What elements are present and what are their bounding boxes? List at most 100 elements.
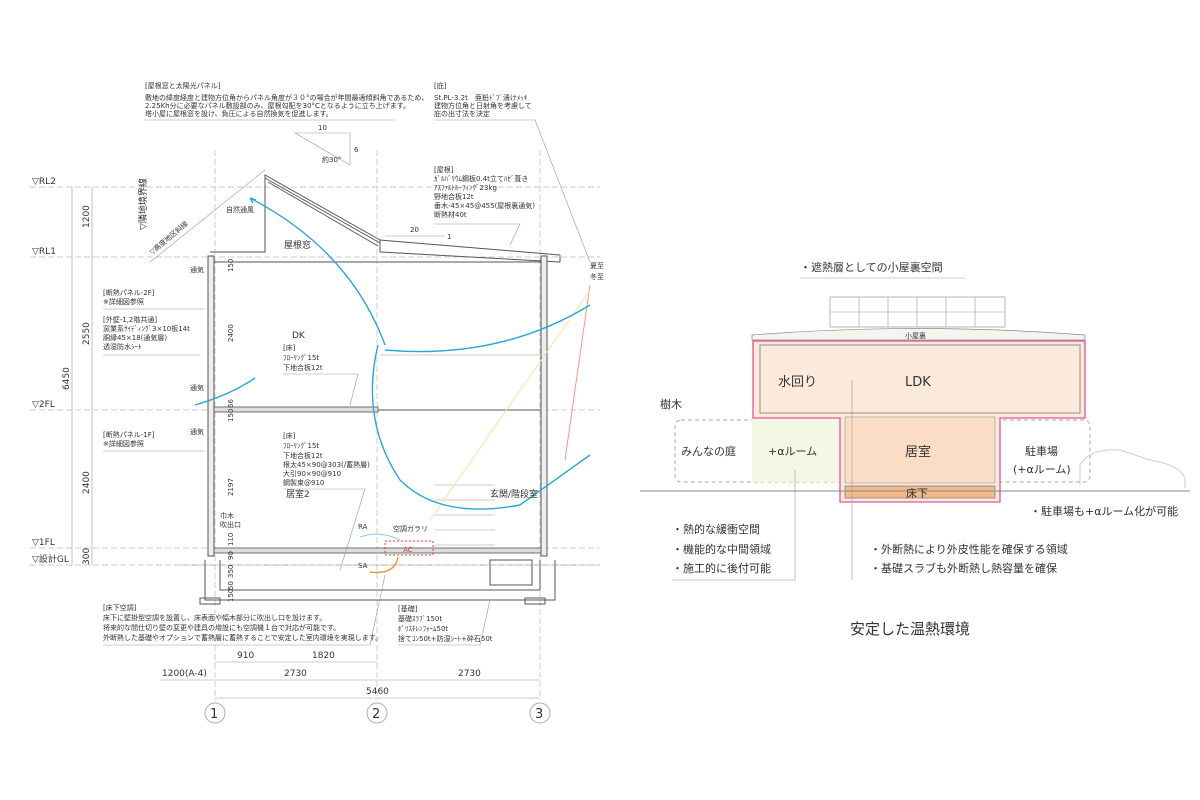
- dim-300: 300: [82, 548, 92, 565]
- supply-air-arrow: [369, 556, 399, 574]
- concept-title: 安定した温熱環境: [850, 620, 970, 638]
- label-roof-window: 屋根窓: [284, 239, 311, 251]
- svg-text:20: 20: [410, 226, 419, 234]
- svg-text:10: 10: [318, 124, 327, 132]
- label-vent-3: 通気: [190, 427, 204, 436]
- note-roof: [屋根] ｶﾞﾙﾊﾞﾘｳﾑ鋼板0.4t立てﾊｾﾞ葺き ｱｽﾌｧﾙﾄﾙｰﾌｨﾝｸﾞ…: [434, 165, 535, 246]
- underfloor-space: [844, 485, 996, 499]
- attic-note: ・遮熱層としての小屋裏空間: [800, 260, 943, 274]
- dim-6450: 6450: [62, 367, 72, 390]
- svg-text:透湿防水ｼｰﾄ: 透湿防水ｼｰﾄ: [103, 342, 142, 351]
- ldk-label: LDK: [905, 375, 931, 390]
- parking-note: ・駐車場も+αルーム化が可能: [1030, 504, 1178, 518]
- solar-panels: [829, 296, 1006, 328]
- ac-unit: [384, 540, 434, 556]
- svg-text:根太45×90@303(/蓄熱層): 根太45×90@303(/蓄熱層): [283, 460, 370, 469]
- grid-1: 1: [210, 707, 218, 722]
- svg-text:ﾌﾛｰﾘﾝｸﾞ15t: ﾌﾛｰﾘﾝｸﾞ15t: [283, 442, 319, 450]
- inner-dims: 150 2400 66 150 2197 110 90 350 50 150: [227, 259, 235, 602]
- svg-text:鋼製束@910: 鋼製束@910: [283, 478, 324, 487]
- svg-text:・基礎スラブも外断熱し熱容量を確保: ・基礎スラブも外断熱し熱容量を確保: [870, 561, 1057, 575]
- svg-text:胴縁45×18(通気層): 胴縁45×18(通気層): [103, 333, 167, 342]
- sun-angle-winter: [429, 289, 591, 521]
- svg-text:[断熱パネル-2F]: [断熱パネル-2F]: [103, 288, 155, 297]
- svg-text:約30°: 約30°: [322, 155, 341, 164]
- svg-text:※詳細図参照: ※詳細図参照: [103, 439, 144, 448]
- svg-text:ｱｽﾌｧﾙﾄﾙｰﾌｨﾝｸﾞ23kg: ｱｽﾌｧﾙﾄﾙｰﾌｨﾝｸﾞ23kg: [434, 184, 497, 192]
- dim-2550: 2550: [82, 322, 92, 345]
- svg-text:大引90×90@910: 大引90×90@910: [283, 469, 341, 478]
- svg-text:350: 350: [227, 565, 235, 578]
- svg-text:910: 910: [237, 651, 254, 661]
- svg-text:[外壁-1,2階共通]: [外壁-1,2階共通]: [103, 315, 157, 324]
- garden-label: みんなの庭: [681, 444, 736, 458]
- svg-text:[基礎]: [基礎]: [398, 604, 418, 613]
- svg-text:50: 50: [227, 581, 235, 590]
- label-baseboard: 巾木: [220, 511, 234, 520]
- dim-1200: 1200: [82, 205, 92, 228]
- svg-text:外断熱した基礎やオプションで蓄熱層に蓄熱することで安定した室: 外断熱した基礎やオプションで蓄熱層に蓄熱することで安定した室内環境を実現します。: [103, 633, 382, 642]
- svg-text:※詳細図参照: ※詳細図参照: [103, 297, 144, 306]
- svg-text:ｶﾞﾙﾊﾞﾘｳﾑ鋼板0.4t立てﾊｾﾞ葺き: ｶﾞﾙﾊﾞﾘｳﾑ鋼板0.4t立てﾊｾﾞ葺き: [434, 174, 528, 183]
- alpha-room-label: +αルーム: [768, 445, 817, 458]
- concept-diagram: ・遮熱層としての小屋裏空間 小屋裏 水回り LDK 樹木 みんなの庭 +αルーム…: [640, 260, 1190, 638]
- note-underfloor-ac: [床下空調] 床下に壁掛型空調を設置し、床表面や幅木部分に吹出し口を設けます。 …: [103, 574, 386, 646]
- buffer-notes: ・熱的な緩衝空間 ・機能的な中間領域 ・施工的に後付可能: [672, 470, 796, 581]
- svg-text:・熱的な緩衝空間: ・熱的な緩衝空間: [672, 522, 760, 536]
- level-rl1: ▽RL1: [32, 247, 56, 257]
- plan-dimensions: 910 1820 1200(A-4) 2730 2730 5460: [160, 651, 540, 699]
- level-1fl: ▽1FL: [32, 538, 55, 548]
- svg-text:床下に壁掛型空調を設置し、床表面や幅木部分に吹出し口を設けま: 床下に壁掛型空調を設置し、床表面や幅木部分に吹出し口を設けます。: [103, 613, 326, 622]
- svg-text:2197: 2197: [227, 478, 235, 496]
- svg-text:150: 150: [227, 259, 235, 272]
- tree-label: 樹木: [660, 398, 682, 411]
- building-section: [180, 174, 600, 605]
- section-drawing: ▽RL2 ▽RL1 ▽2FL ▽1FL ▽設計GL 1200 2550 6450…: [30, 81, 604, 724]
- note-roof-window: [屋根窓と太陽光パネル] 敷地の緯度経度と建物方位角からパネル角度が３０°の場合…: [145, 81, 428, 121]
- label-natural-vent: 自然通風: [226, 205, 254, 214]
- svg-text:ﾌﾛｰﾘﾝｸﾞ15t: ﾌﾛｰﾘﾝｸﾞ15t: [283, 354, 319, 362]
- svg-text:基礎ｽﾗﾌﾞ150t: 基礎ｽﾗﾌﾞ150t: [398, 614, 442, 623]
- label-sa: SA: [358, 562, 368, 570]
- svg-text:66: 66: [227, 399, 235, 408]
- svg-text:[庇]: [庇]: [434, 81, 447, 90]
- alpha-room-area: [752, 418, 840, 482]
- label-vent-2: 通気: [190, 383, 204, 392]
- slope-indicator-20-1: 20 1: [385, 226, 451, 241]
- svg-text:2.25Kh分に必要なパネル敷設部のみ、屋根勾配を30°Cと: 2.25Kh分に必要なパネル敷設部のみ、屋根勾配を30°Cとなるように立ち上げま…: [145, 101, 410, 110]
- sun-angle-summer: [564, 284, 591, 461]
- level-2fl: ▽2FL: [32, 400, 55, 410]
- svg-text:[断熱パネル-1F]: [断熱パネル-1F]: [103, 430, 155, 439]
- note-wall: [外壁-1,2階共通] 窯業系ｻｲﾃﾞｨﾝｸﾞ3×10板14t 胴縁45×18(…: [103, 315, 200, 356]
- roof-attic: [751, 328, 1086, 341]
- water-label: 水回り: [778, 375, 817, 390]
- note-floor-1f: [床] ﾌﾛｰﾘﾝｸﾞ15t 下地合板12t 根太45×90@303(/蓄熱層)…: [283, 431, 370, 571]
- note-panel-2f: [断熱パネル-2F] ※詳細図参照: [103, 288, 205, 310]
- svg-text:下地合板12t: 下地合板12t: [283, 451, 323, 460]
- label-vent-1: 通気: [190, 265, 204, 274]
- attic-label: 小屋裏: [905, 331, 926, 340]
- svg-text:150: 150: [227, 409, 235, 422]
- parking-label: 駐車場: [1025, 444, 1058, 458]
- label-room2: 居室2: [286, 488, 310, 500]
- level-gl: ▽設計GL: [32, 553, 69, 565]
- svg-text:将来的な間仕切り壁の変更や建具の増設にも空調機１台で対応が可: 将来的な間仕切り壁の変更や建具の増設にも空調機１台で対応が可能です。: [103, 623, 340, 632]
- ldk-room: [759, 344, 1081, 414]
- svg-text:2730: 2730: [458, 669, 481, 679]
- grid-3: 3: [535, 707, 543, 722]
- svg-text:1: 1: [447, 233, 451, 241]
- svg-text:野地合板12t: 野地合板12t: [434, 192, 474, 201]
- label-dk: DK: [292, 331, 306, 341]
- note-panel-1f: [断熱パネル-1F] ※詳細図参照: [103, 430, 205, 452]
- svg-text:2400: 2400: [227, 324, 235, 342]
- svg-text:ﾎﾟﾘｽﾁﾚﾝﾌｫｰﾑ50t: ﾎﾟﾘｽﾁﾚﾝﾌｫｰﾑ50t: [398, 625, 448, 633]
- svg-text:90: 90: [227, 551, 235, 560]
- svg-text:5460: 5460: [366, 687, 389, 697]
- grid-2: 2: [372, 707, 380, 722]
- svg-text:6: 6: [354, 146, 359, 154]
- svg-text:[屋根窓と太陽光パネル]: [屋根窓と太陽光パネル]: [145, 81, 221, 90]
- svg-text:St.PL-3.2t 亜鉛ﾄﾞﾌﾞ漬けﾒｯｷ: St.PL-3.2t 亜鉛ﾄﾞﾌﾞ漬けﾒｯｷ: [434, 93, 528, 102]
- svg-text:・外断熱により外皮性能を確保する領域: ・外断熱により外皮性能を確保する領域: [870, 542, 1068, 556]
- car-icon: [1079, 449, 1186, 488]
